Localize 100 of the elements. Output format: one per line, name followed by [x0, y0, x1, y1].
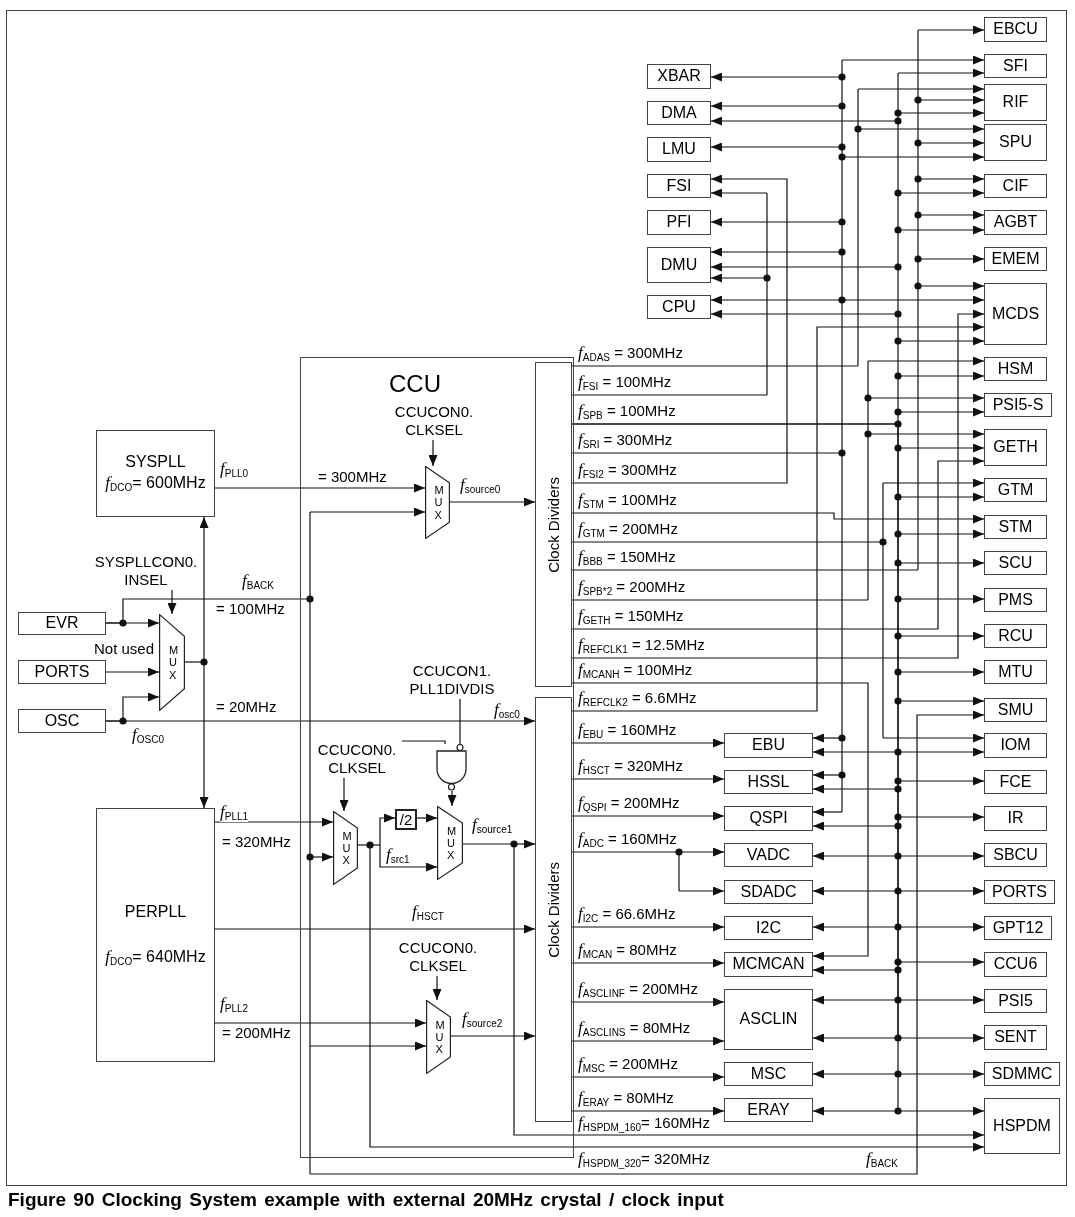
edge-label: f$_{REFCLK2}$ = 6.6MHz	[578, 689, 697, 708]
divider-block: Clock Dividers	[535, 362, 572, 687]
module-box: DMU	[647, 247, 711, 283]
arrow	[214, 483, 426, 493]
multiplexer: M U X	[159, 614, 185, 711]
edge-label: f$_{PLL1}$	[220, 803, 249, 822]
arrow	[571, 958, 725, 968]
module-box: GPT12	[984, 916, 1052, 940]
connector-line	[401, 740, 446, 745]
module-box: SFI	[984, 54, 1047, 78]
module-box: SDMMC	[984, 1062, 1060, 1086]
module-box: PFI	[647, 210, 711, 235]
edge-label: f$_{MSC}$ = 200MHz	[578, 1055, 678, 1074]
annotation-text: f$_{osc0}$	[494, 701, 520, 720]
edge-label: f$_{HSCT}$ = 320MHz	[578, 757, 683, 776]
edge-label: f$_{MCAN}$ = 80MHz	[578, 941, 677, 960]
register-label: SYSPLLCON0. INSEL	[86, 552, 206, 590]
register-label: CCUCON0. CLKSEL	[390, 402, 478, 440]
arrow	[571, 456, 985, 630]
multiplexer: M U X	[425, 466, 450, 539]
module-box: SENT	[984, 1025, 1047, 1050]
edge-label: f$_{PLL0}$	[220, 460, 249, 479]
edge-label: f$_{BACK}$	[866, 1150, 898, 1169]
annotation-text: f$_{OSC0}$	[132, 726, 164, 745]
block-name: PERPLL	[124, 902, 187, 921]
module-box: PSI5	[984, 989, 1047, 1013]
ccu-block	[300, 357, 574, 1158]
arrow	[678, 886, 725, 896]
arrow	[432, 975, 442, 1001]
arrow	[379, 813, 396, 846]
connector-line	[571, 599, 869, 601]
module-box: MCDS	[984, 283, 1047, 345]
module-box: MSC	[724, 1062, 813, 1086]
arrow	[571, 811, 725, 821]
connector-line	[917, 29, 919, 571]
figure-caption: Figure 90 Clocking System example with external 20MHz crystal / clock input	[8, 1189, 724, 1211]
edge-label: f$_{FSI}$ = 100MHz	[578, 373, 672, 392]
connector-line	[571, 365, 859, 367]
edge-label: f$_{HSCT}$	[412, 903, 444, 922]
module-box: DMA	[647, 101, 711, 125]
arrow	[309, 507, 426, 517]
arrow	[309, 710, 985, 1175]
module-box: I2C	[724, 916, 813, 940]
module-box: EBCU	[984, 17, 1047, 42]
connector-line	[857, 88, 859, 367]
module-box: EBU	[724, 733, 813, 758]
multiplexer: M U X	[333, 811, 358, 885]
connector-line	[766, 192, 768, 396]
arrow	[309, 1041, 427, 1051]
connector-line	[841, 59, 843, 813]
arrow	[571, 922, 725, 932]
module-box: IR	[984, 806, 1047, 831]
arrow	[379, 844, 438, 872]
arrow	[571, 1106, 725, 1116]
connector-line	[309, 511, 311, 1175]
arrow	[449, 497, 536, 507]
module-box: OSC	[18, 709, 106, 733]
register-label: CCUCON1. PLL1DIVDIS	[402, 661, 502, 699]
arrow	[571, 174, 788, 484]
arrow	[447, 790, 457, 807]
module-box: GETH	[984, 429, 1047, 466]
arrow	[105, 716, 536, 726]
arrow	[571, 1036, 725, 1046]
arrow	[867, 356, 985, 366]
arrow	[882, 478, 985, 488]
arrow	[897, 68, 985, 78]
module-box: SDADC	[724, 880, 813, 904]
arrow	[339, 777, 349, 812]
pll-box	[96, 808, 215, 1062]
arrow	[571, 1072, 725, 1082]
module-box: IOM	[984, 733, 1047, 758]
edge-label: f$_{HSPDM_320}$= 320MHz	[578, 1150, 710, 1169]
block-title: CCU	[389, 370, 441, 398]
module-box: CIF	[984, 174, 1047, 198]
module-box: PSI5-S	[984, 393, 1052, 417]
nand-gate	[436, 744, 467, 791]
module-box: FSI	[647, 174, 711, 198]
edge-label: f$_{ADC}$ = 160MHz	[578, 830, 677, 849]
arrow	[571, 322, 985, 712]
arrow	[882, 733, 985, 743]
edge-label: f$_{ERAY}$ = 80MHz	[578, 1089, 674, 1108]
edge-label: f$_{GTM}$ = 200MHz	[578, 520, 678, 539]
arrow	[214, 924, 536, 934]
connector-line	[571, 569, 919, 571]
frequency-text: f$_{DCO}$= 600MHz	[105, 473, 206, 494]
module-box: HSSL	[724, 770, 813, 794]
module-box: SPU	[984, 124, 1047, 161]
arrow	[571, 997, 725, 1007]
block-name: SYSPLL	[125, 453, 186, 472]
module-box: LMU	[647, 137, 711, 162]
module-box: RCU	[984, 624, 1047, 648]
arrow	[214, 1018, 427, 1028]
edge-label: f$_{source1}$	[472, 816, 513, 835]
module-box: GTM	[984, 478, 1047, 502]
register-label: CCUCON0. CLKSEL	[393, 938, 483, 976]
module-box: SMU	[984, 698, 1047, 722]
edge-label: f$_{MCANH}$ = 100MHz	[578, 661, 693, 680]
arrow	[428, 439, 438, 467]
arrow	[571, 309, 985, 659]
arrow	[917, 25, 985, 35]
